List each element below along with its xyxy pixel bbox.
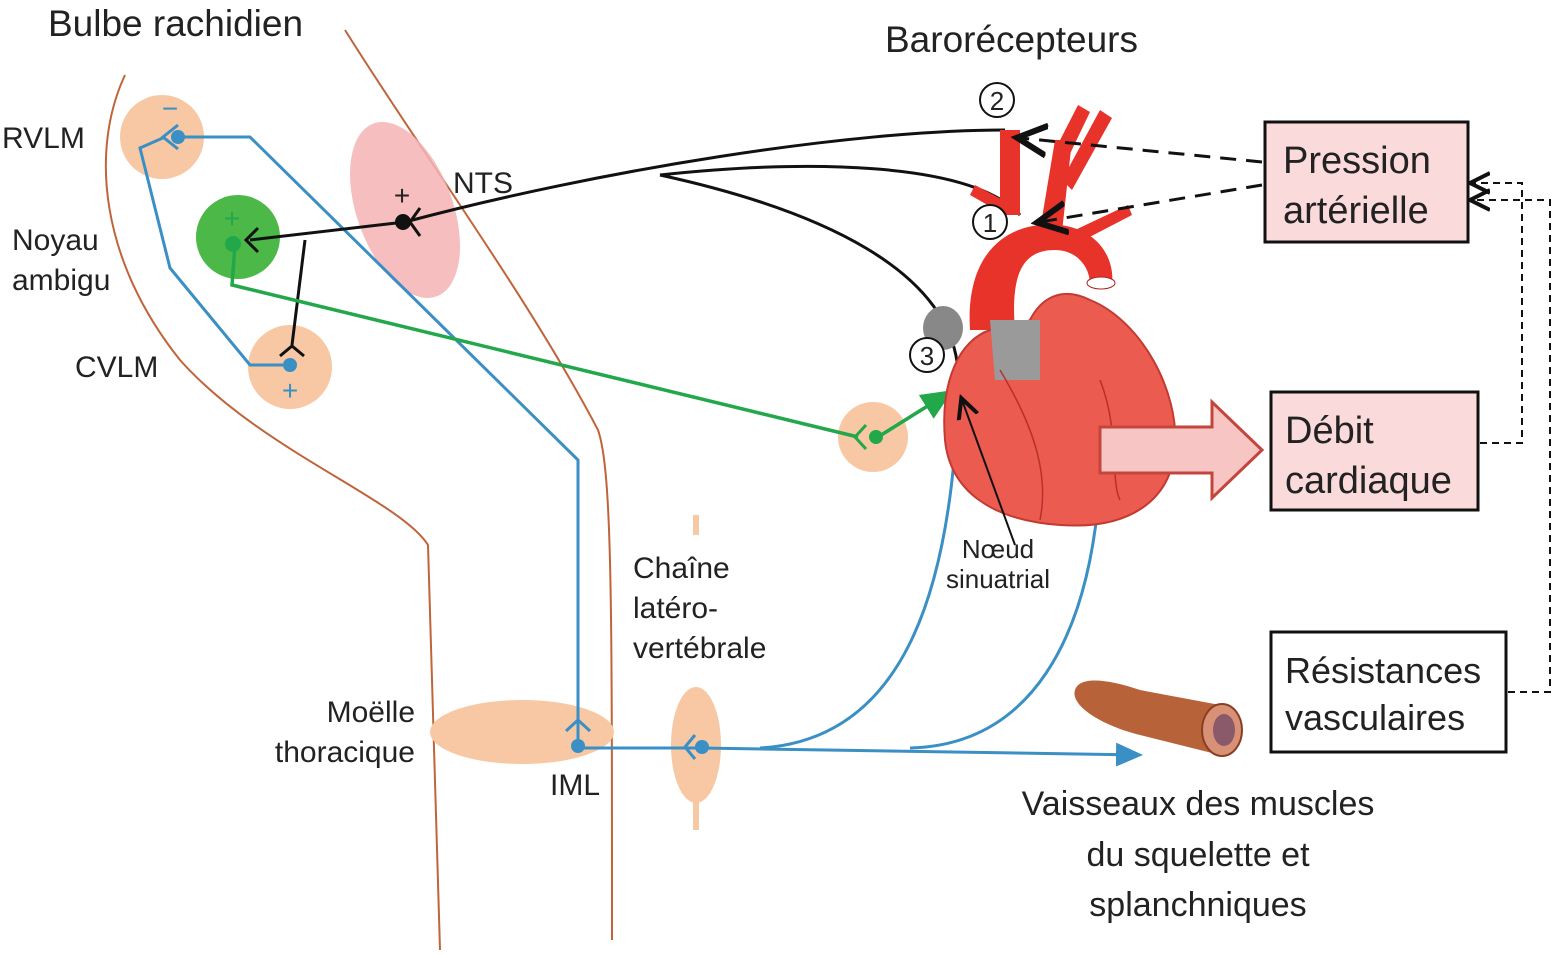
noyau-ambigu-nucleus bbox=[196, 195, 280, 279]
synapse-terminal bbox=[564, 717, 592, 733]
marker-3-label: 3 bbox=[920, 341, 934, 371]
synapse-dot bbox=[695, 740, 709, 754]
excitatory-sign: + bbox=[224, 203, 240, 234]
cardiac-output-arrow bbox=[1098, 398, 1265, 502]
blue-pathway-heart-2 bbox=[909, 479, 1102, 750]
vagal-postganglionic bbox=[877, 390, 953, 439]
pressure-box: Pression artérielle bbox=[1263, 120, 1470, 244]
synapse-terminal bbox=[279, 344, 305, 358]
chain-label-1: Chaîne bbox=[633, 552, 730, 585]
output-to-pressure bbox=[1472, 183, 1523, 444]
nts-to-cvlm bbox=[290, 239, 307, 346]
resistance-to-pressure bbox=[1472, 200, 1551, 693]
excitatory-sign: + bbox=[282, 375, 298, 406]
title-bulbe-rachidien: Bulbe rachidien bbox=[48, 3, 303, 44]
vessels-label-2: du squelette et bbox=[1086, 836, 1310, 874]
resistance-box: Résistances vasculaires bbox=[1269, 630, 1508, 754]
pressure-to-baroreceptor-2 bbox=[1020, 138, 1263, 164]
excitatory-sign: + bbox=[394, 180, 410, 211]
afferent-fiber-1 bbox=[659, 164, 1022, 217]
synapse-dot bbox=[571, 739, 585, 753]
sinoatrial-pointer bbox=[962, 400, 1016, 546]
sinoatrial-label-2: sinuatrial bbox=[946, 564, 1050, 594]
resistance-label-1: Résistances bbox=[1285, 650, 1481, 691]
iml-label: IML bbox=[550, 769, 600, 802]
marker-2: 2 bbox=[979, 82, 1015, 118]
synapse-terminal bbox=[408, 207, 422, 237]
baroreceptors-label: Barorécepteurs bbox=[885, 19, 1138, 60]
synapse-dot bbox=[171, 130, 185, 144]
chain-label-3: vertébrale bbox=[633, 632, 766, 665]
noyau-ambigu-label-2: ambigu bbox=[12, 264, 110, 297]
blue-pathway-rvlm-iml bbox=[178, 135, 580, 740]
blood-vessel-illustration bbox=[1074, 680, 1243, 757]
blue-pathway-heart bbox=[759, 399, 960, 750]
nts-label: NTS bbox=[453, 167, 513, 200]
marker-2-label: 2 bbox=[990, 86, 1004, 116]
afferent-fiber-2 bbox=[404, 128, 1006, 224]
rvlm-label: RVLM bbox=[2, 122, 85, 155]
blue-pathway-cvlm-rvlm bbox=[138, 135, 290, 367]
marker-1: 1 bbox=[972, 204, 1008, 240]
synapse-dot bbox=[395, 214, 411, 230]
synapse-dot bbox=[225, 236, 241, 252]
afferent-fiber-3 bbox=[659, 173, 960, 371]
synapse-terminal bbox=[852, 423, 868, 451]
nts-to-ambigu bbox=[249, 220, 406, 242]
cvlm-label: CVLM bbox=[75, 351, 158, 384]
spine-label-1: Moëlle bbox=[327, 696, 415, 729]
chain-label-2: latéro- bbox=[633, 592, 718, 625]
pressure-label-2: artérielle bbox=[1283, 190, 1429, 232]
medulla-outline-inner bbox=[104, 74, 441, 951]
nts-nucleus bbox=[350, 122, 460, 298]
synapse-terminal bbox=[243, 226, 260, 254]
blue-pathway-vessels bbox=[699, 742, 1143, 767]
output-label-1: Débit bbox=[1285, 410, 1374, 452]
vena-cava bbox=[990, 320, 1040, 380]
pressure-label-1: Pression bbox=[1283, 140, 1431, 182]
pressure-to-baroreceptor-1 bbox=[1040, 183, 1263, 222]
vagal-pathway bbox=[230, 244, 859, 439]
noyau-ambigu-label-1: Noyau bbox=[12, 224, 99, 257]
synapse-terminal bbox=[160, 123, 179, 151]
synapse-dot bbox=[283, 358, 297, 372]
spine-label-2: thoracique bbox=[275, 736, 415, 769]
inhibitory-sign: − bbox=[162, 93, 178, 124]
output-box: Débit cardiaque bbox=[1269, 390, 1480, 512]
synapse-dot bbox=[869, 430, 883, 444]
vessels-label-1: Vaisseaux des muscles bbox=[1022, 785, 1375, 823]
synapse-terminal bbox=[683, 734, 697, 760]
sinoatrial-label-1: Nœud bbox=[962, 534, 1034, 564]
resistance-label-2: vasculaires bbox=[1285, 697, 1465, 738]
vessels-label-3: splanchniques bbox=[1089, 886, 1306, 924]
output-label-2: cardiaque bbox=[1285, 460, 1452, 502]
iml-spinal-segment bbox=[430, 700, 614, 764]
marker-3: 3 bbox=[909, 337, 945, 373]
marker-1-label: 1 bbox=[983, 208, 997, 238]
